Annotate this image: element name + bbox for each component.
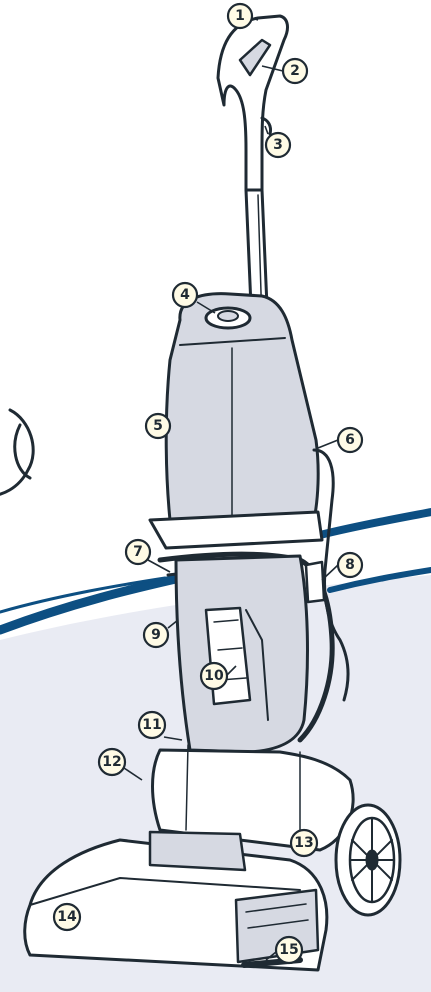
callout-label-11: 11 — [142, 717, 161, 733]
machine — [23, 14, 402, 972]
callout-12 — [97, 747, 127, 777]
callout-10 — [199, 661, 229, 691]
callout-label-5: 5 — [153, 418, 163, 434]
callout-label-10: 10 — [204, 668, 224, 684]
callout-2 — [281, 57, 309, 85]
callout-5 — [144, 412, 172, 440]
callout-label-13: 13 — [294, 835, 313, 851]
callout-label-4: 4 — [180, 287, 190, 303]
clean-water-tank — [164, 292, 320, 522]
handle-grip — [216, 14, 289, 192]
callout-label-3: 3 — [273, 137, 283, 153]
blue-swoosh — [0, 508, 431, 635]
callout-label-9: 9 — [151, 627, 161, 643]
callout-label-14: 14 — [57, 909, 77, 925]
callout-4 — [171, 281, 199, 309]
callout-9 — [142, 621, 170, 649]
callout-15 — [274, 935, 304, 965]
callout-label-15: 15 — [279, 942, 298, 958]
callout-14 — [52, 902, 82, 932]
callout-label-8: 8 — [345, 557, 355, 573]
callout-6 — [336, 426, 364, 454]
callout-label-1: 1 — [235, 8, 245, 24]
callout-13 — [289, 828, 319, 858]
decorative-scribble — [0, 408, 35, 496]
callout-1 — [226, 2, 254, 30]
callout-label-7: 7 — [133, 544, 143, 560]
callout-label-12: 12 — [102, 754, 121, 770]
wheel — [334, 803, 402, 917]
callout-label-2: 2 — [290, 63, 300, 79]
frame-band — [148, 510, 324, 550]
callout-7 — [124, 538, 152, 566]
callout-8 — [336, 551, 364, 579]
callout-3 — [264, 131, 292, 159]
callout-11 — [137, 710, 167, 740]
callout-label-6: 6 — [345, 432, 355, 448]
spray-trigger — [304, 560, 326, 604]
